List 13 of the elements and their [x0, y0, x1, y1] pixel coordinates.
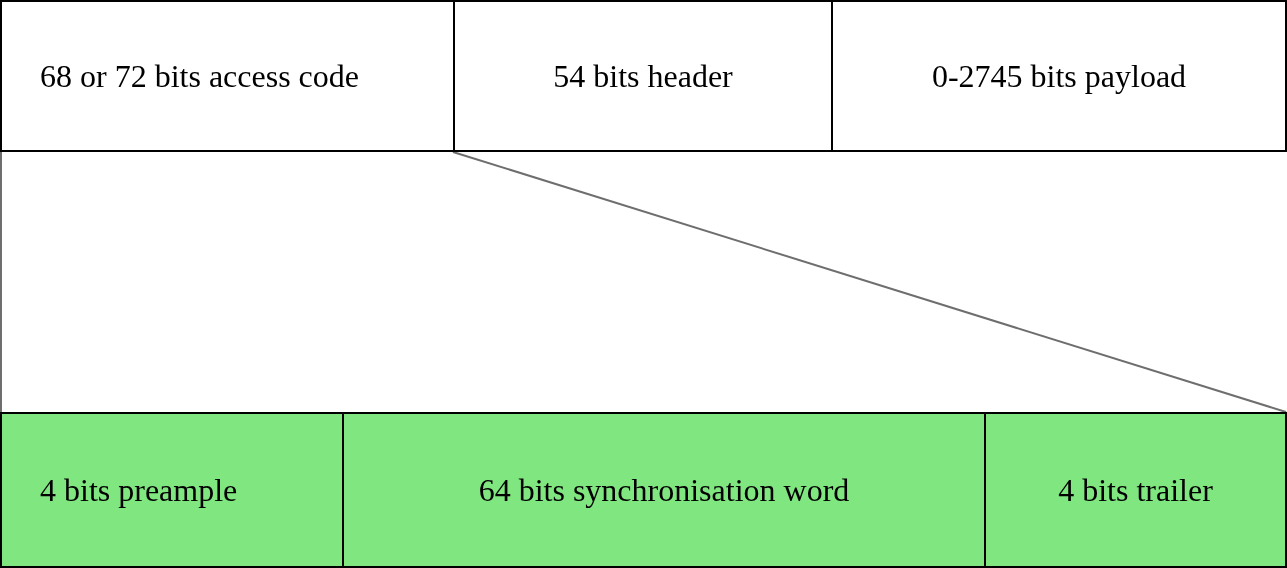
- field-label: 4 bits trailer: [1058, 471, 1213, 509]
- field-label: 68 or 72 bits access code: [40, 57, 359, 95]
- field-box: [831, 0, 1287, 152]
- field-box: [342, 412, 986, 568]
- field-label: 4 bits preample: [40, 471, 238, 509]
- field-label: 54 bits header: [553, 57, 733, 95]
- field-box: [0, 412, 344, 568]
- expansion-line: [0, 151, 2, 413]
- field-box: [984, 412, 1287, 568]
- field-label: 0-2745 bits payload: [931, 57, 1187, 95]
- field-box: [0, 0, 455, 152]
- field-box: [453, 0, 833, 152]
- field-label: 64 bits synchronisation word: [478, 471, 850, 509]
